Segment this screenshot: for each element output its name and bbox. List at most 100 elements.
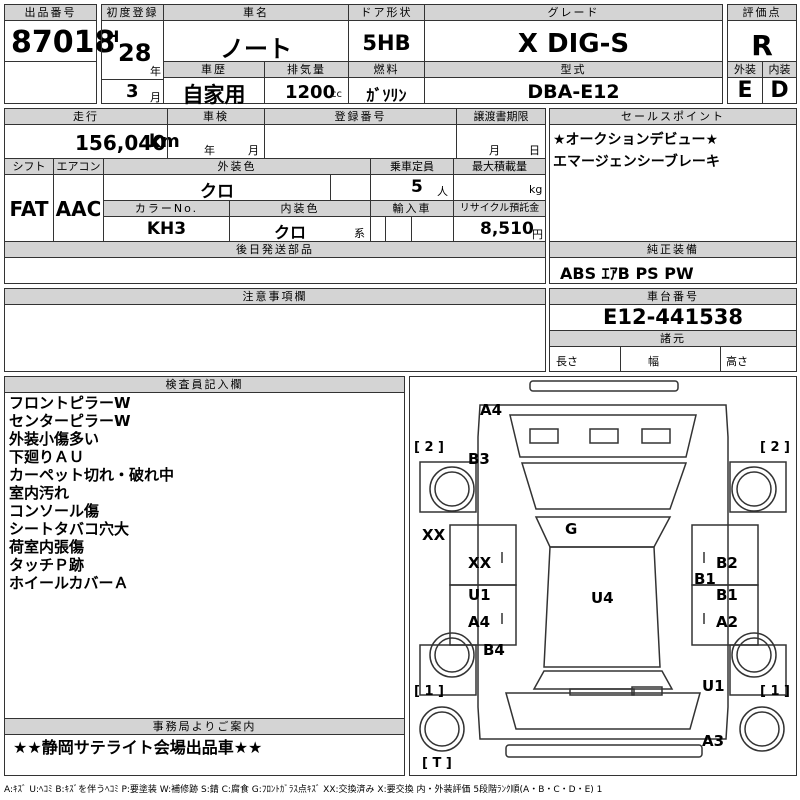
damage-label: B3 [468, 450, 490, 468]
max-load-cell: 最大積載量 kg [453, 158, 546, 201]
door-type: 5HB [362, 31, 411, 55]
tire-rating: [ 1 ] [760, 684, 790, 699]
inspector-notes-label: 検査員記入欄 [5, 377, 404, 393]
office-message-cell: 事務局よりご案内 ★★静岡サテライト会場出品車★★ [4, 718, 405, 776]
caution-label: 注意事項欄 [5, 289, 545, 305]
history-cell: 車歴 自家用 [163, 61, 265, 107]
tire-rating: [ 1 ] [414, 684, 444, 699]
recycle-label: リサイクル預託金 [454, 201, 545, 217]
year-unit: 年 [150, 65, 161, 78]
ac: AAC [55, 197, 102, 221]
capacity: 5 [411, 177, 423, 197]
door-cell: ドア形状 5HB [348, 4, 425, 62]
height-label: 高さ [726, 355, 748, 368]
chassis-number: E12-441538 [603, 305, 743, 329]
car-outline [419, 380, 787, 758]
inspector-note: カーペット切れ・破れ中 [9, 466, 175, 484]
grade: X DIG-S [517, 29, 630, 59]
int-color-cell: 内装色 クロ 系 [229, 200, 371, 242]
color-no-cell: カラーNo. KH3 [103, 200, 230, 242]
reg-number-label: 登録番号 [265, 109, 456, 125]
shift-label: シフト [5, 159, 53, 175]
mileage: 156,040 [75, 131, 167, 155]
int-grade-label: 内装 [763, 62, 796, 78]
inspector-note: コンソール傷 [9, 502, 100, 520]
era: H [106, 27, 120, 46]
length-label: 長さ [556, 355, 578, 368]
transfer-day-unit: 日 [529, 144, 540, 157]
mileage-cell: 走行 156,040 km [4, 108, 180, 159]
inspector-note: ホイールカバーＡ [9, 574, 129, 592]
damage-label: A2 [716, 613, 739, 631]
reg-number-cell: 登録番号 [264, 108, 457, 159]
displacement-label: 排気量 [265, 62, 348, 78]
model: DBA-E12 [527, 81, 620, 103]
capacity-label: 乗車定員 [371, 159, 453, 175]
damage-label: A4 [468, 613, 491, 631]
grade-label: グレード [425, 5, 722, 21]
inspector-note: フロントピラーW [9, 394, 131, 412]
score-cell: 評価点 R [727, 4, 797, 62]
damage-label: XX [422, 526, 446, 544]
color-no-label: カラーNo. [104, 201, 229, 217]
inspector-note: 外装小傷多い [9, 430, 100, 448]
first-registration-cell: 初度登録 H 28 年 3 月 [101, 4, 164, 104]
int-color-label: 内装色 [230, 201, 370, 217]
inspector-note: 荷室内張傷 [9, 538, 85, 556]
max-load-label: 最大積載量 [454, 159, 545, 175]
inspector-note: 室内汚れ [9, 484, 70, 502]
recycle-fee: 8,510 [480, 219, 534, 239]
damage-label: G [565, 520, 578, 538]
inspector-note: シートタバコ穴大 [9, 520, 130, 538]
lot-number-label: 出品番号 [5, 5, 96, 21]
equipment-label: 純正装備 [550, 242, 796, 258]
inspection-month-unit: 月 [248, 144, 259, 157]
width-label: 幅 [648, 355, 659, 368]
score: R [751, 29, 773, 62]
damage-label: B4 [483, 641, 505, 659]
int-color-unit: 系 [354, 227, 365, 240]
fuel-label: 燃料 [349, 62, 424, 78]
ext-color: クロ [200, 182, 234, 202]
import-cell: 輸入車 [370, 200, 454, 242]
chassis-cell: 車台番号 E12-441538 諸元 長さ 幅 高さ [549, 288, 797, 372]
later-parts-label: 後日発送部品 [5, 242, 545, 258]
ac-cell: エアコン AAC [53, 158, 104, 242]
fuel-cell: 燃料 ｶﾞｿﾘﾝ [348, 61, 425, 105]
legend: A:ｷｽﾞ U:ﾍｺﾐ B:ｷｽﾞを伴うﾍｺﾐ P:要塗装 W:補修跡 S:錆 … [4, 785, 603, 795]
damage-label: XX [468, 554, 492, 572]
score-label: 評価点 [728, 5, 796, 21]
recycle-unit: 円 [532, 228, 543, 241]
transfer-deadline-label: 譲渡書期限 [457, 109, 545, 125]
damage-label: B1 [694, 570, 716, 588]
inspection-year-unit: 年 [204, 144, 215, 157]
capacity-cell: 乗車定員 5 人 [370, 158, 454, 201]
inspector-notes-cell: 検査員記入欄 フロントピラーW センターピラーW 外装小傷多い 下廻りＡＵ カー… [4, 376, 405, 719]
first-registration-label: 初度登録 [102, 5, 163, 21]
transfer-deadline-cell: 譲渡書期限 月 日 [456, 108, 546, 159]
office-message: ★★静岡サテライト会場出品車★★ [13, 738, 263, 757]
mileage-label: 走行 [5, 109, 167, 125]
caution-cell: 注意事項欄 [4, 288, 546, 372]
ext-color-cell: 外装色 クロ [103, 158, 371, 202]
ext-grade-label: 外装 [728, 62, 762, 78]
recycle-cell: リサイクル預託金 8,510 円 [453, 200, 546, 242]
specs-label: 諸元 [550, 330, 796, 347]
model-label: 型式 [425, 62, 722, 78]
damage-diagram: A4 B3 G XX XX B2 B1 B1 U1 U4 A4 A2 B4 U1… [409, 376, 797, 776]
damage-label: U4 [591, 589, 614, 607]
mileage-unit: km [149, 131, 180, 152]
int-color: クロ [273, 223, 306, 242]
registration-month: 3 [126, 81, 139, 102]
max-load-unit: kg [529, 183, 543, 196]
sales-point: エマージェンシーブレーキ [553, 154, 720, 170]
tire-rating: [ 2 ] [760, 440, 790, 455]
car-name-label: 車名 [164, 5, 348, 21]
lot-number: 87018 [11, 25, 116, 60]
damage-label: U1 [702, 677, 725, 695]
damage-label: U1 [468, 586, 491, 604]
car-name-cell: 車名 ノート [163, 4, 349, 63]
door-label: ドア形状 [349, 5, 424, 21]
registration-year: 28 [118, 39, 152, 67]
damage-label: A4 [480, 401, 503, 419]
